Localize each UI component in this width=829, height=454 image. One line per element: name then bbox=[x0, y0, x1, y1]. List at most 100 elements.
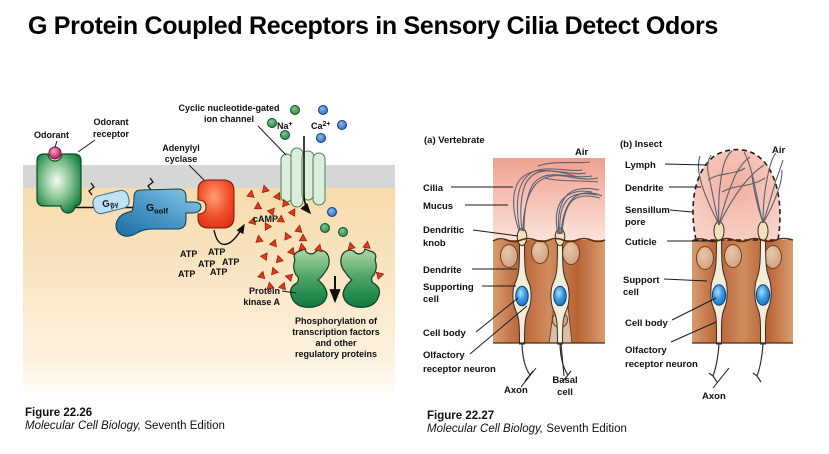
label-na-ion: Na+ bbox=[277, 121, 293, 131]
figure-22-26-caption: Figure 22.26 Molecular Cell Biology, Sev… bbox=[25, 407, 225, 433]
svg-text:ATP: ATP bbox=[208, 247, 225, 257]
label-dendritic-knob-2: knob bbox=[423, 238, 446, 249]
calcium-ions bbox=[316, 105, 347, 217]
pointer-line bbox=[670, 321, 717, 343]
atp-to-camp-arrow bbox=[213, 223, 245, 246]
label-sensillum-pore-2: pore bbox=[625, 217, 646, 228]
svg-text:ATP: ATP bbox=[222, 257, 239, 267]
label-support-cell-1: Support bbox=[623, 275, 660, 286]
figure-22-26-diagram: Gβγ Gαolf bbox=[23, 103, 395, 392]
olfactory-neuron-a bbox=[512, 228, 534, 382]
pointer-line bbox=[671, 297, 717, 321]
label-supporting-cell-1: Supporting bbox=[423, 282, 474, 293]
caption-figure-number: Figure 22.27 bbox=[427, 410, 495, 422]
pointer-line bbox=[475, 297, 519, 333]
figure-22-27-diagram: (a) Vertebrate Air Cilia Mucus Dendritic… bbox=[423, 135, 794, 402]
insect-support-nuclei bbox=[696, 244, 782, 270]
g-beta-gamma-subunit: Gβγ bbox=[92, 189, 130, 215]
insect-dendrite-strands bbox=[697, 150, 784, 226]
label-mucus: Mucus bbox=[423, 201, 453, 212]
label-dendrite-b: Dendrite bbox=[625, 183, 664, 194]
panel-label-vertebrate: (a) Vertebrate bbox=[424, 135, 485, 146]
label-cng-channel-1: Cyclic nucleotide-gated bbox=[178, 103, 279, 113]
pointer-line bbox=[520, 367, 537, 388]
svg-text:ATP: ATP bbox=[178, 269, 195, 279]
pointer-line bbox=[712, 367, 730, 389]
insect-neuron-nucleus bbox=[711, 284, 727, 306]
label-support-cell-2: cell bbox=[623, 287, 639, 298]
panel-label-insect: (b) Insect bbox=[620, 139, 663, 150]
pointer-line bbox=[664, 163, 708, 166]
label-orn-b-2: receptor neuron bbox=[625, 359, 698, 370]
odorant-molecule bbox=[48, 146, 62, 160]
label-air-b: Air bbox=[772, 145, 786, 156]
odorant-receptor-shape bbox=[36, 153, 82, 214]
svg-text:ATP: ATP bbox=[210, 267, 227, 277]
pointer-line bbox=[663, 278, 708, 282]
gaolf-lipid-anchor bbox=[147, 177, 154, 191]
caption-edition: Seventh Edition bbox=[543, 423, 627, 435]
caption-book-title: Molecular Cell Biology, bbox=[427, 423, 544, 435]
label-dendrite-a: Dendrite bbox=[423, 265, 462, 276]
label-dendritic-knob-1: Dendritic bbox=[423, 225, 464, 236]
insect-olfactory-neuron bbox=[708, 221, 728, 383]
label-cell-body-b: Cell body bbox=[625, 318, 668, 329]
caption-figure-number: Figure 22.26 bbox=[25, 407, 93, 419]
g-alpha-olf-text: Gαolf bbox=[146, 202, 168, 216]
gbg-lipid-anchor bbox=[88, 182, 95, 196]
label-phosphorylation: Phosphorylation of transcription factors… bbox=[292, 316, 380, 359]
pointer-line bbox=[54, 140, 58, 148]
atp-labels: ATP ATP ATP ATP ATP ATP bbox=[178, 247, 239, 279]
pointer-line bbox=[188, 164, 205, 181]
label-axon-b: Axon bbox=[702, 391, 726, 402]
svg-text:ATP: ATP bbox=[198, 259, 215, 269]
label-supporting-cell-2: cell bbox=[423, 294, 439, 305]
pointer-line bbox=[469, 305, 528, 355]
label-adenylyl-cyclase-1: Adenylyl bbox=[162, 143, 200, 153]
label-pka-1: Protein bbox=[249, 286, 280, 296]
label-orn-a-1: Olfactory bbox=[423, 350, 465, 361]
pointer-line bbox=[257, 125, 287, 156]
cuticle-surface-line bbox=[691, 237, 794, 243]
label-cng-channel-2: ion channel bbox=[204, 114, 254, 124]
g-alpha-olf-subunit bbox=[115, 188, 202, 237]
svg-text:transcription factors: transcription factors bbox=[292, 327, 380, 337]
label-orn-b-1: Olfactory bbox=[625, 345, 667, 356]
label-ca-ion: Ca2+ bbox=[311, 121, 331, 131]
supporting-cell-nuclei bbox=[500, 240, 580, 268]
cilia-strands bbox=[513, 161, 603, 235]
svg-text:and other: and other bbox=[315, 338, 356, 348]
label-cell-body-a: Cell body bbox=[423, 328, 466, 339]
slide-title: G Protein Coupled Receptors in Sensory C… bbox=[28, 12, 718, 40]
mucus-layer bbox=[493, 158, 605, 240]
label-adenylyl-cyclase-2: cyclase bbox=[165, 154, 198, 164]
svg-text:regulatory proteins: regulatory proteins bbox=[295, 349, 377, 359]
label-axon-a: Axon bbox=[504, 385, 528, 396]
label-cilia: Cilia bbox=[423, 183, 444, 194]
label-air-a: Air bbox=[575, 147, 589, 158]
label-basal-cell-2: cell bbox=[557, 387, 573, 398]
caption-book-title: Molecular Cell Biology, bbox=[25, 420, 142, 432]
label-lymph: Lymph bbox=[625, 160, 656, 171]
svg-text:Phosphorylation of: Phosphorylation of bbox=[295, 316, 378, 326]
label-cuticle: Cuticle bbox=[625, 237, 657, 248]
pointer-line bbox=[281, 290, 297, 294]
axon-fiber bbox=[521, 343, 534, 382]
label-odorant: Odorant bbox=[34, 130, 69, 140]
label-odorant-receptor-2: receptor bbox=[93, 129, 130, 139]
protein-kinase-a-shape bbox=[289, 248, 381, 308]
epithelium-surface-line bbox=[492, 237, 606, 243]
cng-channel-shape bbox=[280, 147, 326, 208]
label-pka-2: kinase A bbox=[243, 297, 280, 307]
label-sensillum-pore-1: Sensillum bbox=[625, 205, 670, 216]
label-orn-a-2: receptor neuron bbox=[423, 364, 496, 375]
pointer-line bbox=[560, 343, 565, 377]
sodium-ions bbox=[267, 105, 348, 237]
insect-axon-fiber bbox=[708, 343, 720, 383]
pointer-line bbox=[472, 229, 519, 237]
label-basal-cell-1: Basal bbox=[552, 375, 577, 386]
caption-edition: Seventh Edition bbox=[141, 420, 225, 432]
svg-text:Gβγ: Gβγ bbox=[101, 196, 119, 212]
label-camp: cAMP bbox=[253, 214, 278, 224]
